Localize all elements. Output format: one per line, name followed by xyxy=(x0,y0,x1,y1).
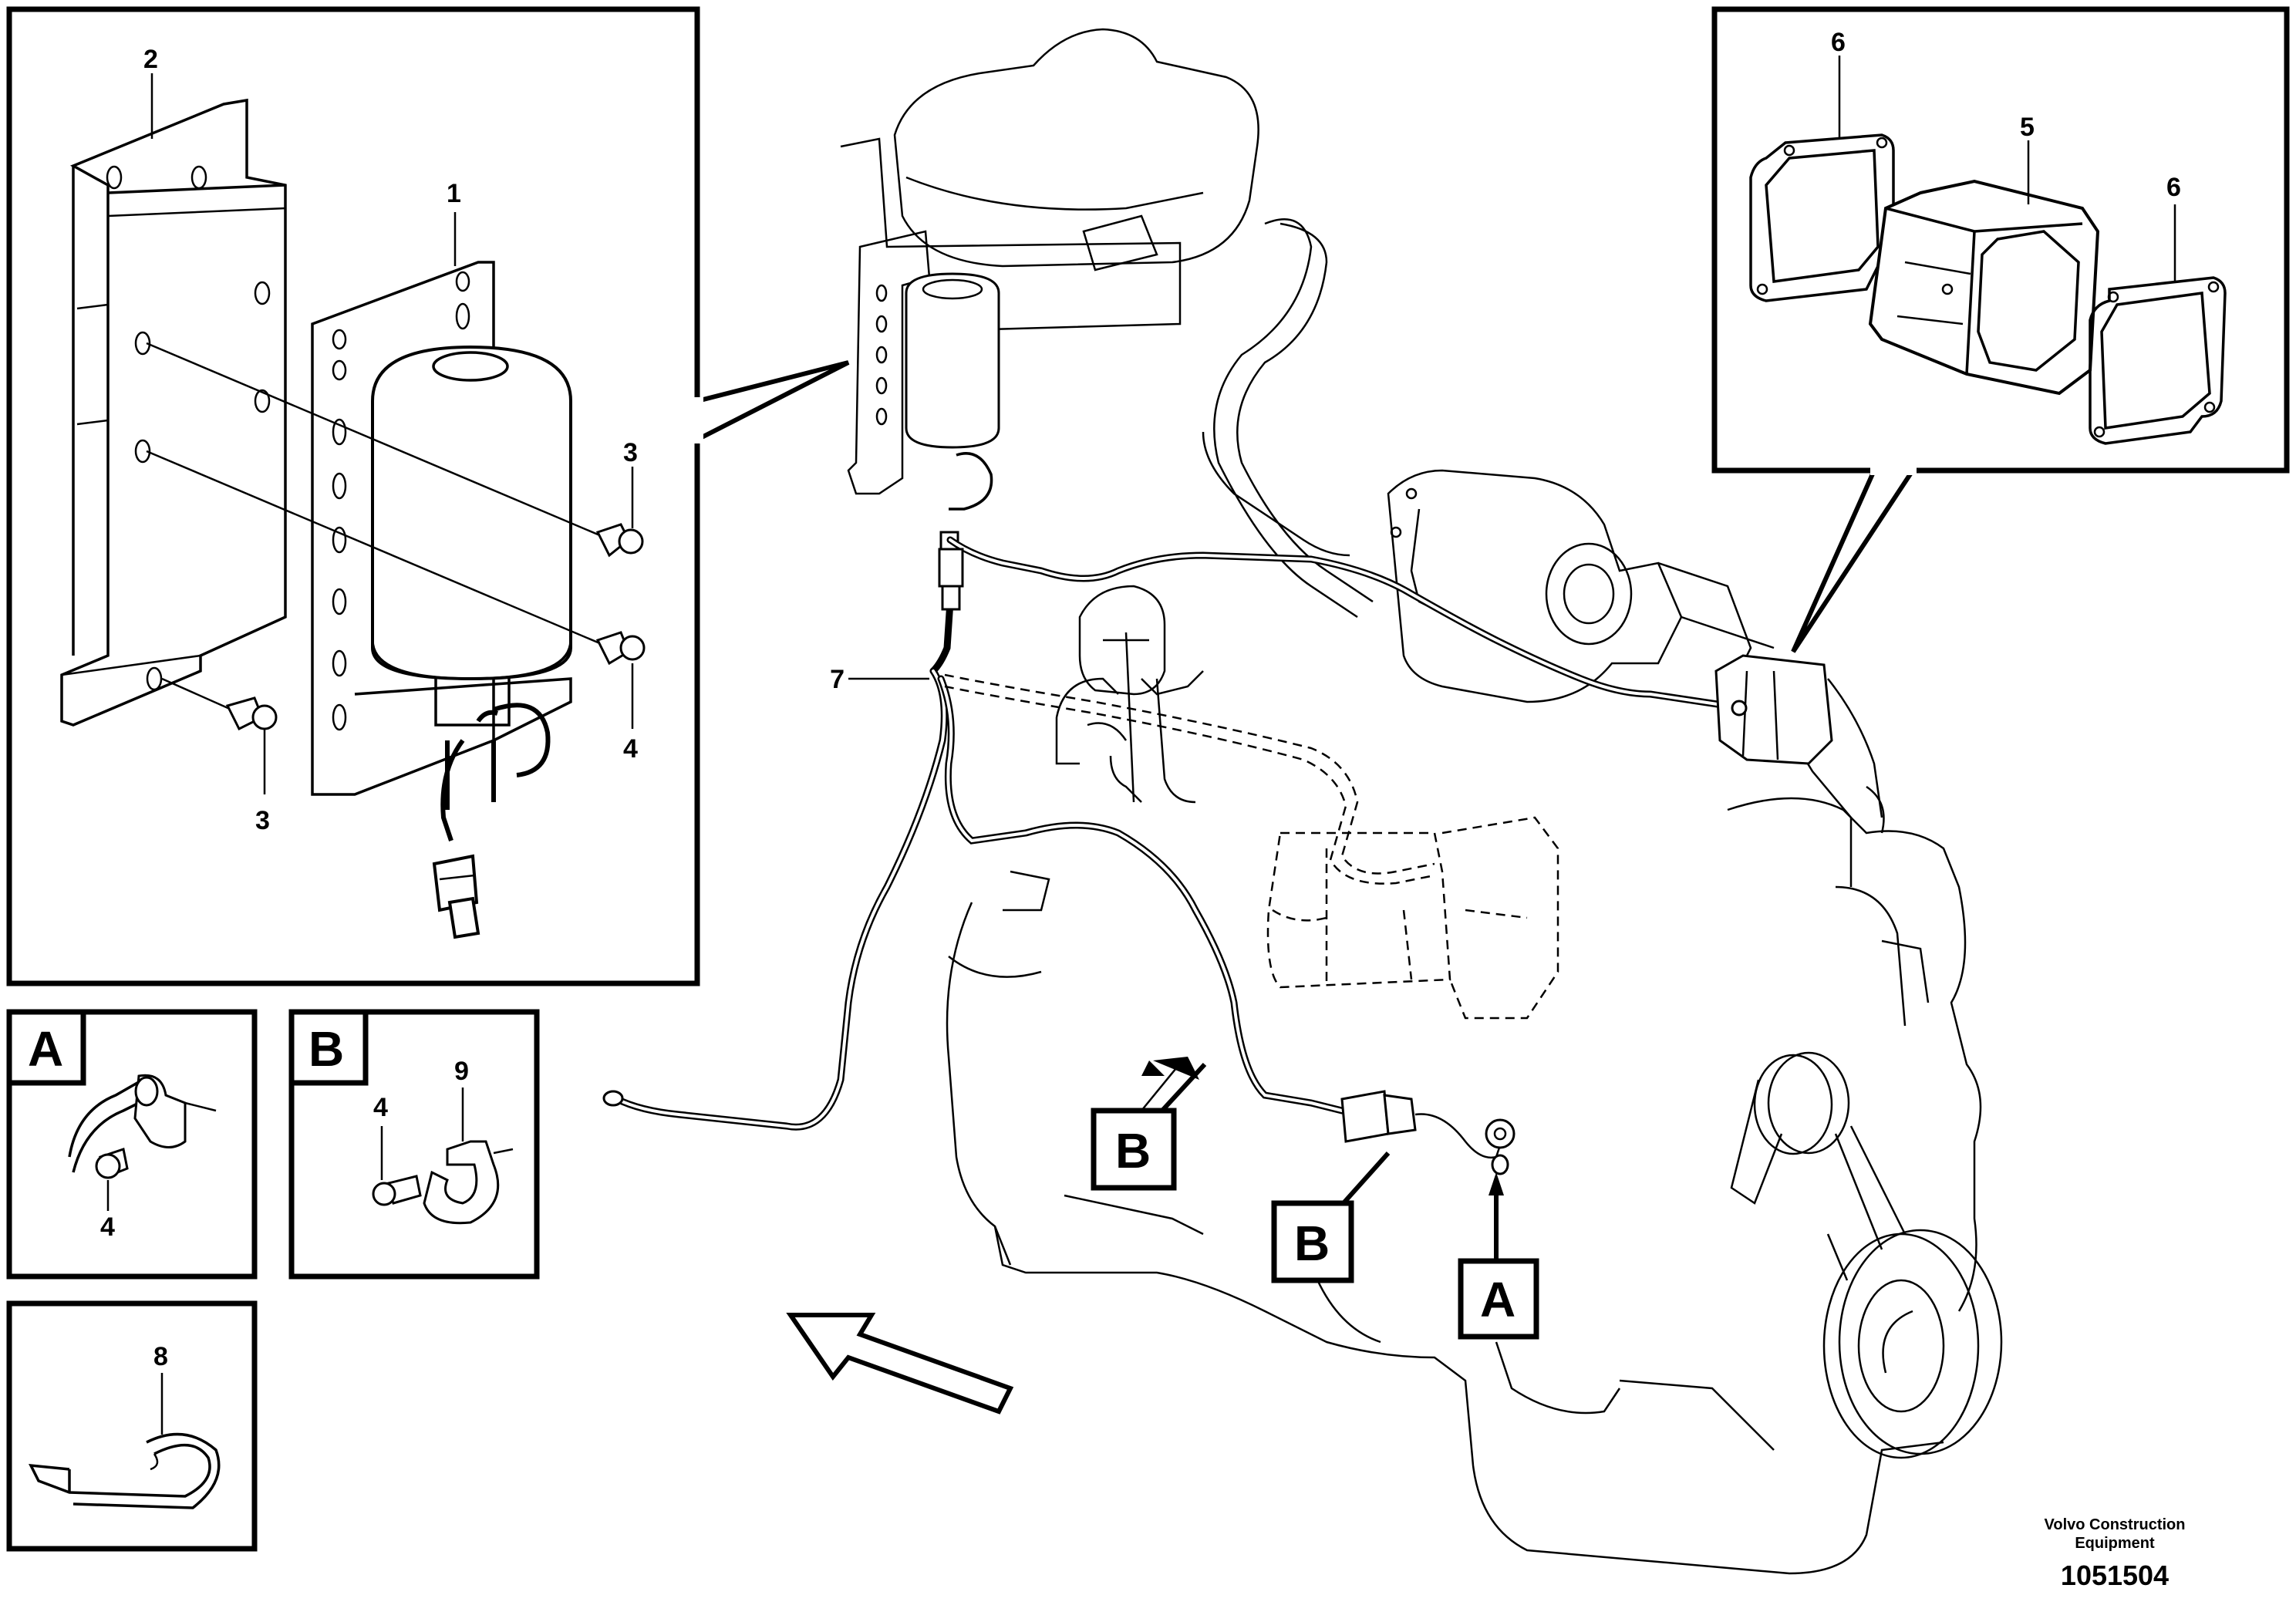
sensor-body-5 xyxy=(1868,179,2100,396)
maker-name-line1: Volvo Construction xyxy=(2045,1516,2186,1533)
callout-9: 9 xyxy=(454,1057,469,1086)
engine-block xyxy=(946,902,1944,1575)
compressor-unit xyxy=(1387,469,1775,703)
callout-1: 1 xyxy=(447,179,461,208)
tensioner-pulley xyxy=(1730,1051,1907,1250)
gasket-6-right xyxy=(2089,276,2227,445)
inset-sensor-gaskets: 6 5 6 xyxy=(1711,6,2290,653)
gasket-6-left xyxy=(1749,133,1895,302)
callout-4-upper: 4 xyxy=(623,734,638,764)
ring-terminal xyxy=(602,1090,624,1107)
small-bracket xyxy=(847,230,931,495)
maker-name-line2: Equipment xyxy=(2075,1535,2155,1552)
inset-cable-tie: 8 xyxy=(6,1300,258,1552)
callout-3-upper: 3 xyxy=(623,438,638,467)
filter-canister xyxy=(371,345,572,681)
inset-b-label: B xyxy=(308,1021,344,1077)
title-block: Volvo Construction Equipment 1051504 xyxy=(2045,1516,2186,1591)
mounted-sensor xyxy=(1714,654,1833,765)
bolt-4-upper xyxy=(146,450,646,666)
inset-a-label: A xyxy=(28,1021,63,1077)
main-b-tag-1: B xyxy=(1115,1123,1151,1179)
callout-5: 5 xyxy=(2020,113,2035,142)
view-direction-arrow xyxy=(786,1313,1014,1415)
callout-3-lower: 3 xyxy=(255,806,270,835)
main-detail-tags: B B A xyxy=(1091,1108,1539,1340)
callout-8: 8 xyxy=(153,1342,168,1371)
bolt-3-upper xyxy=(146,342,644,558)
main-b-tag-2: B xyxy=(1294,1216,1330,1271)
callout-6-right: 6 xyxy=(2166,173,2181,202)
expansion-tank xyxy=(893,28,1259,268)
bracket-2 xyxy=(60,98,287,727)
drawing-number: 1051504 xyxy=(2061,1560,2169,1591)
small-filter xyxy=(905,272,1000,449)
callout-4-inset-a: 4 xyxy=(100,1212,115,1242)
bolt-3-lower xyxy=(161,677,278,731)
inset-detail-b: B 4 9 xyxy=(288,1009,540,1280)
wiring-harness xyxy=(602,536,1833,1175)
inset-detail-a: A 4 xyxy=(6,1009,258,1280)
callout-4-inset-b: 4 xyxy=(373,1093,388,1122)
callout-2: 2 xyxy=(143,45,158,74)
lower-connector xyxy=(1340,1090,1515,1175)
callout-6-left: 6 xyxy=(1831,28,1846,57)
callout-7: 7 xyxy=(830,665,845,694)
crank-pulley xyxy=(1822,1229,2003,1459)
inset-filter-assembly: 2 1 3 4 3 xyxy=(6,6,850,986)
main-a-tag: A xyxy=(1480,1272,1515,1327)
